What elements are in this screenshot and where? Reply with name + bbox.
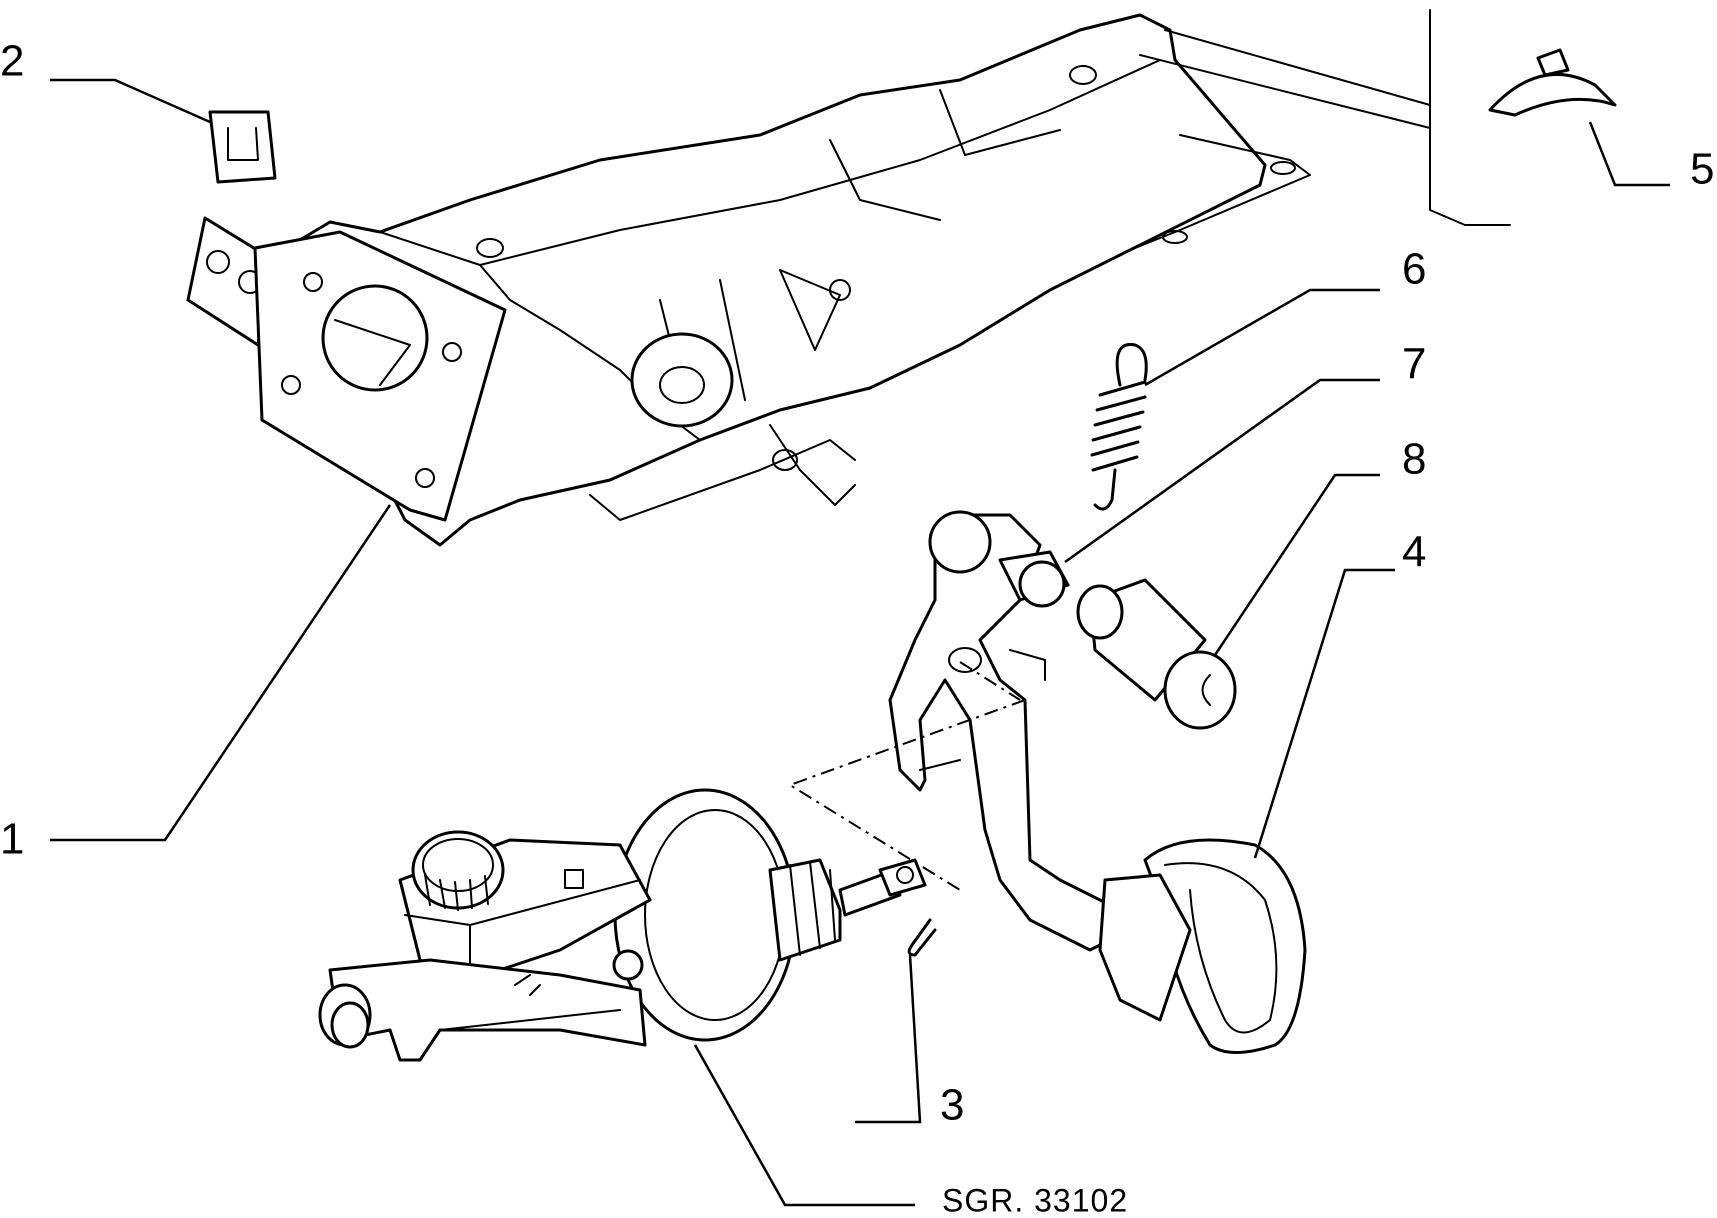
callout-6: 6 [1402,245,1426,294]
callout-5: 5 [1690,145,1714,194]
part-bushing-shell [1488,48,1617,117]
callout-3: 3 [940,1081,964,1130]
part-clip-nut [208,110,277,184]
callout-1: 1 [0,815,24,864]
part-master-cylinder-booster [318,788,927,1062]
callout-4: 4 [1402,528,1426,577]
assembly-lines [787,661,1026,891]
leader-lines [50,78,1670,1207]
part-split-pin [907,918,937,957]
part-pedal-bracket [186,9,1511,547]
callout-8: 8 [1402,435,1426,484]
part-pivot-sleeve [1076,578,1237,730]
part-pedal-arm [888,510,1307,1054]
drawing-code: SGR. 33102 [942,1182,1128,1218]
callout-labels: 1 2 3 4 5 6 7 8 SGR. 33102 [0,37,1714,1218]
callout-7: 7 [1402,340,1426,389]
part-return-spring [1090,343,1148,511]
callout-2: 2 [0,37,24,86]
